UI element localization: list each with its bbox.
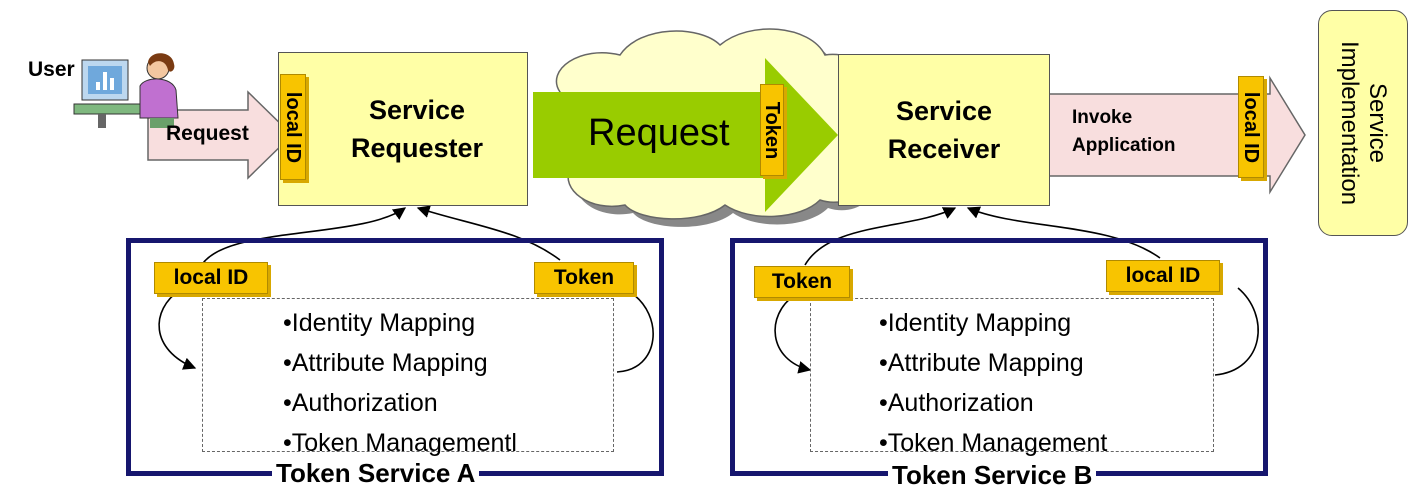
ts-b-local-id-label: local ID	[1125, 264, 1201, 287]
token-service-a-title: Token Service A	[272, 458, 480, 489]
service-receiver-line2: Receiver	[887, 134, 1001, 164]
service-implementation-line2: Implementation	[1336, 40, 1363, 206]
impl-local-id-label: local ID	[1240, 91, 1263, 163]
token-service-a-list: •Identity Mapping •Attribute Mapping •Au…	[202, 298, 614, 457]
service-implementation-line1: Service	[1364, 82, 1391, 164]
ts-a-token-label: Token	[553, 266, 615, 289]
ts-b-token-label: Token	[771, 270, 833, 293]
ts-a-item-2: •Attribute Mapping	[283, 349, 488, 377]
ts-b-item-1: •Identity Mapping	[879, 309, 1072, 337]
ts-b-outer-loop-line	[1214, 287, 1259, 376]
cloud-token-label: Token	[761, 101, 784, 159]
ts-a-local-id-label: local ID	[173, 266, 249, 289]
ts-b-to-receiver-right-arrow	[966, 206, 1161, 259]
ts-b-item-2: •Attribute Mapping	[879, 349, 1084, 377]
token-service-b-list: •Identity Mapping •Attribute Mapping •Au…	[810, 298, 1214, 457]
user-label: User	[28, 58, 75, 81]
ts-b-inner-loop-arrow	[774, 294, 812, 374]
ts-a-to-requester-right-arrow	[416, 205, 561, 261]
service-receiver-line1: Service	[895, 96, 993, 126]
requester-local-id-label: local ID	[282, 91, 305, 163]
user-request-arrow	[147, 90, 294, 180]
invoke-application-label: Invoke Application	[1072, 104, 1175, 160]
impl-local-id-tab: local ID	[1238, 76, 1264, 178]
invoke-line2: Application	[1072, 135, 1176, 156]
service-requester-line2: Requester	[350, 133, 484, 163]
token-service-b-title: Token Service B	[888, 460, 1097, 491]
requester-local-id-tab: local ID	[280, 74, 306, 180]
service-requester-line1: Service	[368, 95, 466, 125]
request-arrow-label: Request	[166, 122, 249, 145]
ts-b-item-4: •Token Management	[879, 429, 1108, 457]
ts-a-outer-loop-line	[616, 291, 654, 373]
service-implementation-text: Service Implementation	[1335, 41, 1391, 205]
cloud-request-label: Request	[588, 112, 730, 154]
invoke-line1: Invoke	[1072, 107, 1133, 128]
ts-a-token-tab: Token	[534, 262, 634, 294]
ts-a-to-requester-left-arrow	[199, 207, 407, 269]
ts-a-item-3: •Authorization	[283, 389, 438, 417]
ts-b-token-tab: Token	[754, 266, 850, 298]
service-implementation-box: Service Implementation	[1318, 10, 1408, 236]
ts-b-local-id-tab: local ID	[1106, 260, 1220, 292]
service-receiver-box: Service Receiver	[838, 54, 1050, 206]
cloud-token-tab: Token	[760, 84, 784, 176]
ts-b-to-receiver-left-arrow	[804, 207, 957, 266]
ts-a-item-1: •Identity Mapping	[283, 309, 476, 337]
user-computer-icon	[73, 53, 179, 128]
ts-a-local-id-tab: local ID	[154, 262, 268, 294]
ts-a-item-4: •Token Managementl	[283, 429, 517, 457]
service-requester-box: Service Requester	[278, 52, 528, 206]
ts-a-inner-loop-arrow	[158, 289, 197, 370]
ts-b-item-3: •Authorization	[879, 389, 1034, 417]
